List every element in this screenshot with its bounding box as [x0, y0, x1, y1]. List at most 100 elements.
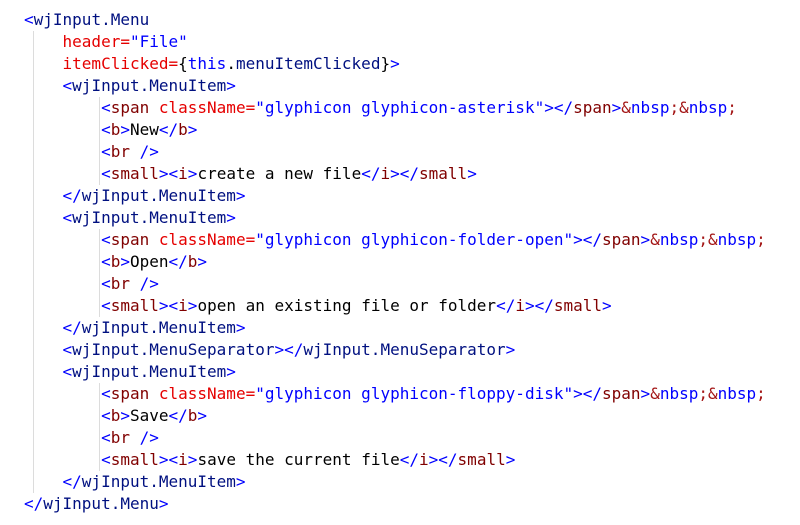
code-token-tag: i	[178, 450, 188, 469]
code-token-delim: >	[235, 318, 246, 337]
code-token-brace: {	[178, 54, 188, 73]
code-token-attr: itemClicked	[62, 54, 169, 73]
code-token-delim: >	[226, 208, 236, 227]
code-token-delim: >	[158, 450, 169, 469]
code-token-delim: <	[101, 450, 111, 469]
code-token-brace: }	[380, 54, 391, 73]
code-token-delim: <	[62, 340, 73, 359]
code-line: <span className="glyphicon glyphicon-ast…	[24, 97, 800, 119]
code-token-tag: span	[573, 98, 612, 117]
code-token-comp: wjInput.Menu	[43, 494, 159, 513]
code-token-txt	[130, 428, 140, 447]
code-line: <wjInput.MenuSeparator></wjInput.MenuSep…	[24, 339, 800, 361]
code-token-entp: ;	[756, 230, 766, 249]
code-token-delim: <	[101, 164, 111, 183]
code-token-txt: open an existing file or folder	[197, 296, 497, 315]
code-token-tag: span	[602, 230, 641, 249]
code-token-delim: </	[62, 186, 82, 205]
code-token-str: "glyphicon glyphicon-floppy-disk"	[255, 384, 574, 403]
code-token-tag: i	[178, 164, 188, 183]
code-token-delim: >	[390, 54, 400, 73]
code-line: <b>Open</b>	[24, 251, 800, 273]
code-token-delim: <	[62, 362, 73, 381]
code-token-delim: >	[544, 98, 554, 117]
code-token-comp: wjInput.MenuItem	[72, 208, 227, 227]
code-token-delim: >	[187, 450, 198, 469]
code-token-entp: ;	[727, 98, 737, 117]
code-line: <br />	[24, 141, 800, 163]
code-line: itemClicked={this.menuItemClicked}>	[24, 53, 800, 75]
code-token-delim: >	[120, 252, 130, 271]
code-token-delim: >	[158, 164, 169, 183]
code-token-tag: i	[178, 296, 188, 315]
code-token-entp: &	[708, 384, 718, 403]
code-token-tag: span	[602, 384, 641, 403]
code-token-txt: save the current file	[197, 450, 400, 469]
code-token-tag: b	[110, 252, 121, 271]
code-token-txt	[130, 274, 140, 293]
code-token-tag: b	[178, 120, 188, 139]
code-token-delim: >	[158, 494, 169, 513]
code-token-delim: >	[187, 120, 198, 139]
code-token-str: "File"	[129, 32, 188, 51]
code-token-delim: >	[390, 164, 400, 183]
code-token-delim: >	[428, 450, 439, 469]
code-token-txt	[149, 230, 159, 249]
code-token-txt: Save	[129, 406, 169, 425]
code-line: <small><i>create a new file</i></small>	[24, 163, 800, 185]
code-token-delim: <	[101, 252, 111, 271]
code-token-txt: New	[129, 120, 159, 139]
code-token-tag: small	[110, 164, 159, 183]
code-line: </wjInput.MenuItem>	[24, 185, 800, 207]
code-token-ent: nbsp	[717, 230, 757, 249]
code-token-delim: >	[505, 450, 516, 469]
code-token-delim: >	[640, 230, 651, 249]
code-token-comp: wjInput.MenuItem	[81, 318, 236, 337]
code-token-attr: header	[62, 32, 121, 51]
code-line: <b>New</b>	[24, 119, 800, 141]
code-token-entp: ;	[756, 384, 766, 403]
code-token-delim: >	[235, 186, 246, 205]
code-token-delim: </	[62, 318, 82, 337]
code-token-delim: <	[101, 406, 111, 425]
code-token-delim: </	[582, 230, 603, 249]
code-token-ent: nbsp	[717, 384, 757, 403]
code-token-delim: >	[611, 98, 622, 117]
code-line: <br />	[24, 273, 800, 295]
code-token-attr: =	[120, 32, 130, 51]
code-token-tag: small	[457, 450, 506, 469]
code-token-delim: >	[226, 76, 236, 95]
code-token-attr: =	[168, 54, 179, 73]
code-token-ent: nbsp	[659, 384, 699, 403]
code-token-delim: />	[139, 142, 159, 161]
indent-guide	[33, 31, 34, 493]
code-token-tag: br	[110, 274, 130, 293]
code-token-delim: </	[361, 164, 381, 183]
code-token-delim: <	[101, 384, 111, 403]
code-token-tag: span	[110, 230, 150, 249]
code-token-delim: </	[158, 120, 179, 139]
code-token-tag: b	[110, 120, 121, 139]
code-token-delim: />	[139, 428, 159, 447]
code-token-comp: wjInput.MenuItem	[72, 76, 227, 95]
code-token-tag: br	[110, 428, 130, 447]
code-token-comp: wjInput.MenuItem	[81, 472, 236, 491]
code-token-delim: </	[399, 450, 419, 469]
code-token-txt	[149, 98, 159, 117]
code-token-delim: <	[101, 296, 111, 315]
code-token-ent: nbsp	[630, 98, 670, 117]
code-token-txt	[130, 142, 140, 161]
code-token-attr: className	[158, 384, 246, 403]
code-token-delim: >	[505, 340, 516, 359]
code-line: <wjInput.Menu	[24, 9, 800, 31]
indent-guide	[99, 383, 100, 471]
code-token-txt: Open	[129, 252, 169, 271]
code-token-delim: >	[602, 296, 612, 315]
code-token-tag: small	[110, 450, 159, 469]
code-token-txt: create a new file	[197, 164, 362, 183]
code-token-entp: &	[708, 230, 718, 249]
code-token-tag: br	[110, 142, 130, 161]
code-token-ent: nbsp	[659, 230, 699, 249]
